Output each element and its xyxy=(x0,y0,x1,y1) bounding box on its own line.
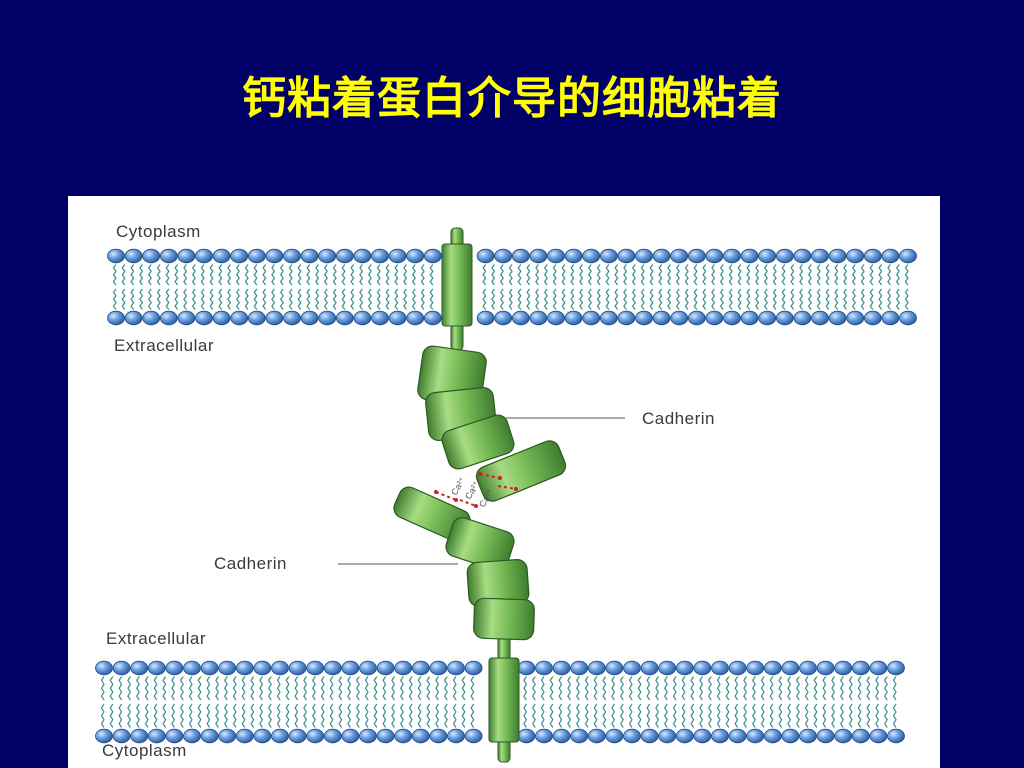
extracellular-label-top: Extracellular xyxy=(114,336,214,355)
lower-transmembrane-segment xyxy=(488,623,520,763)
slide-title: 钙粘着蛋白介导的细胞粘着 xyxy=(242,73,782,124)
upper-transmembrane-segment xyxy=(441,227,473,351)
cytoplasm-label-top: Cytoplasm xyxy=(116,222,201,241)
lower-cell-membrane xyxy=(95,660,905,744)
cadherin-label-lower: Cadherin xyxy=(214,554,287,573)
extracellular-label-bottom: Extracellular xyxy=(106,629,206,648)
cadherin-label-upper: Cadherin xyxy=(642,409,715,428)
lower-cadherin-molecule xyxy=(393,486,535,641)
upper-cell-membrane xyxy=(107,248,917,326)
cadherin-adhesion-diagram: Ca²⁺ Ca²⁺ Ca²⁺ Cytoplasm Extracellular C… xyxy=(68,196,940,768)
upper-cadherin-molecule xyxy=(417,345,567,502)
cytoplasm-label-bottom: Cytoplasm xyxy=(102,741,187,760)
